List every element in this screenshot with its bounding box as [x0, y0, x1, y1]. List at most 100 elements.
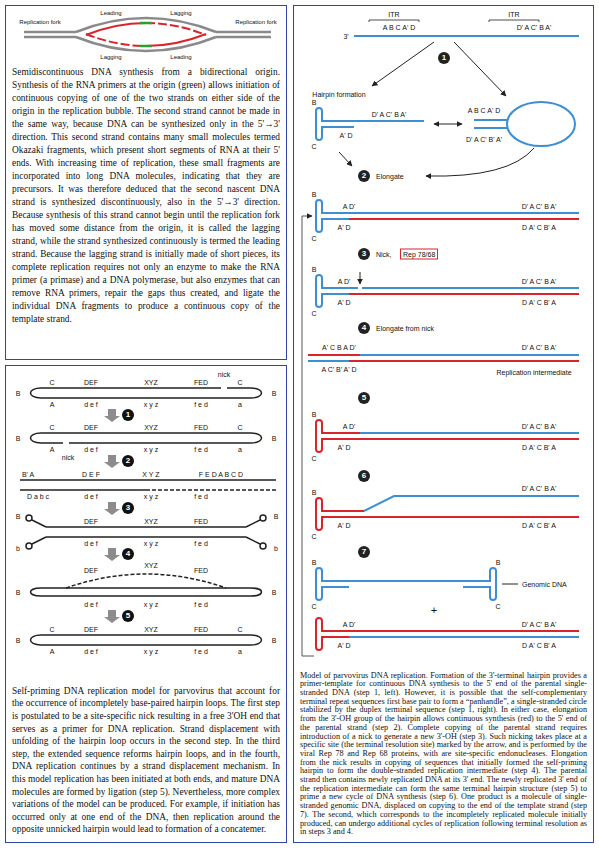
step-number: 4: [126, 550, 130, 558]
parental-strand-part: [354, 35, 579, 37]
diagram-label: B: [272, 435, 277, 442]
dna-strand-part: [20, 480, 276, 490]
diagram-label: FED: [194, 379, 208, 386]
diagram-label: ITR: [388, 11, 399, 18]
diagram-label: D A' C B' A: [522, 522, 556, 529]
diagram-label: f e d: [194, 401, 208, 408]
diagram-label: a: [238, 401, 242, 408]
diagram-label: FED: [194, 424, 208, 431]
parental-strand-part: [364, 496, 579, 511]
diagram-label: d e f: [84, 446, 98, 453]
diagram-label: ITR: [508, 11, 519, 18]
diagram-label: A B C A' D: [383, 24, 415, 31]
parental-strand: [308, 36, 579, 637]
diagram-label: B: [16, 435, 21, 442]
diagram-label: D E F: [82, 471, 100, 478]
diagram-label: B: [16, 589, 21, 596]
diagram-label: D' A C' B A': [522, 203, 557, 210]
diagram-label: C: [311, 455, 316, 462]
itr-bracket-part: [369, 20, 539, 22]
process-arrow-part: [502, 584, 518, 585]
diagram-label: XYZ: [144, 562, 158, 569]
diagram-label: A' D: [337, 299, 350, 306]
process-arrow-part: [372, 42, 434, 86]
dna-strand-part: [26, 543, 32, 549]
parental-strand-part: [332, 213, 579, 219]
diagram-label: B: [272, 589, 277, 596]
step-circle-part: [358, 470, 370, 482]
diagram-label: B: [312, 489, 317, 496]
step-label: Elongate from nick: [376, 325, 434, 332]
diagram-label: F E D A B C D: [199, 471, 243, 478]
new-strand-part: [308, 355, 579, 361]
step-arrow-part: [104, 409, 120, 422]
diagram-label: C: [311, 143, 316, 150]
diagram-label: A D': [343, 203, 356, 210]
diagram-label: d e f: [84, 601, 98, 608]
diagram-label: A' D: [337, 642, 350, 649]
diagram-label: DEF: [84, 518, 98, 525]
step-number: 6: [362, 472, 366, 480]
dna-strand-part: [31, 588, 262, 596]
diagram-label: d e f: [84, 540, 98, 547]
diagram-label: f e d: [194, 648, 208, 655]
terminal-hairpin-part: [480, 568, 496, 600]
parental-strand-part: [24, 32, 271, 37]
nascent-strand-part: [86, 23, 146, 35]
diagram-label: A D': [343, 621, 356, 628]
nascent-strand-part: [86, 34, 146, 46]
dna-strand-part: [31, 433, 262, 443]
rna-primer: [140, 23, 152, 46]
diagram-label: DEF: [84, 379, 98, 386]
step-circle-part: [122, 455, 134, 467]
diagram-label: FED: [194, 567, 208, 574]
diagram-label: A: [50, 446, 55, 453]
diagram-label: B: [274, 513, 279, 520]
diagram-label: f e d: [194, 601, 208, 608]
diagram-label: nick: [218, 371, 230, 378]
process-arrow-part: [454, 42, 506, 96]
step-number: 7: [362, 548, 366, 556]
diagram-label: B: [312, 99, 317, 106]
diagram-label: D' A C' B' A': [466, 136, 502, 143]
diagram-label: D A' C B' A: [522, 642, 556, 649]
terminal-hairpin: [316, 108, 496, 650]
diagram-label: C: [237, 424, 242, 431]
process-arrow-part: [434, 124, 462, 125]
diagram-label: A' D: [337, 522, 350, 529]
diagram-label: D a b c: [27, 493, 49, 500]
dna-strand-part: [31, 388, 262, 398]
diagram-label: XYZ: [144, 424, 158, 431]
diagram-label: DEF: [84, 424, 98, 431]
diagram-label: D' A C' B A': [522, 485, 557, 492]
terminal-hairpin-part: [316, 200, 332, 232]
diagram-label: D' A C' B A': [517, 24, 552, 31]
new-strand-part: [349, 293, 579, 295]
diagram-label: +: [431, 605, 437, 616]
step-circle-part: [122, 409, 134, 421]
diagram-label: XYZ: [144, 626, 158, 633]
protein-label: Rep 78/68: [400, 249, 438, 260]
parental-strand-part: [332, 288, 579, 294]
step-number: 3: [362, 250, 366, 258]
dna-strand: [20, 388, 276, 645]
step-circle-part: [122, 610, 134, 622]
step-circle-part: [358, 170, 370, 182]
diagram-label: B: [312, 559, 317, 566]
diagram-label: A B C A' D: [468, 107, 500, 114]
diagram-label: B: [272, 390, 277, 397]
diagram-label: D A' C B' A: [522, 444, 556, 451]
step-circle-part: [358, 322, 370, 334]
diagram-label: x y z: [144, 401, 158, 408]
dna-strand-part: [31, 635, 262, 645]
diagram-label: A' D: [337, 444, 350, 451]
diagram-label: d e f: [84, 648, 98, 655]
diagram-label: Hairpin formation: [312, 91, 365, 98]
diagram-label: Lagging: [170, 10, 191, 16]
parental-strand-part: [332, 121, 424, 127]
diagram-label: B: [16, 637, 21, 644]
step-label: Elongate: [376, 173, 404, 180]
diagram-label: Lagging: [100, 54, 121, 60]
diagram-label: d e f: [84, 493, 98, 500]
step-circle-part: [122, 502, 134, 514]
